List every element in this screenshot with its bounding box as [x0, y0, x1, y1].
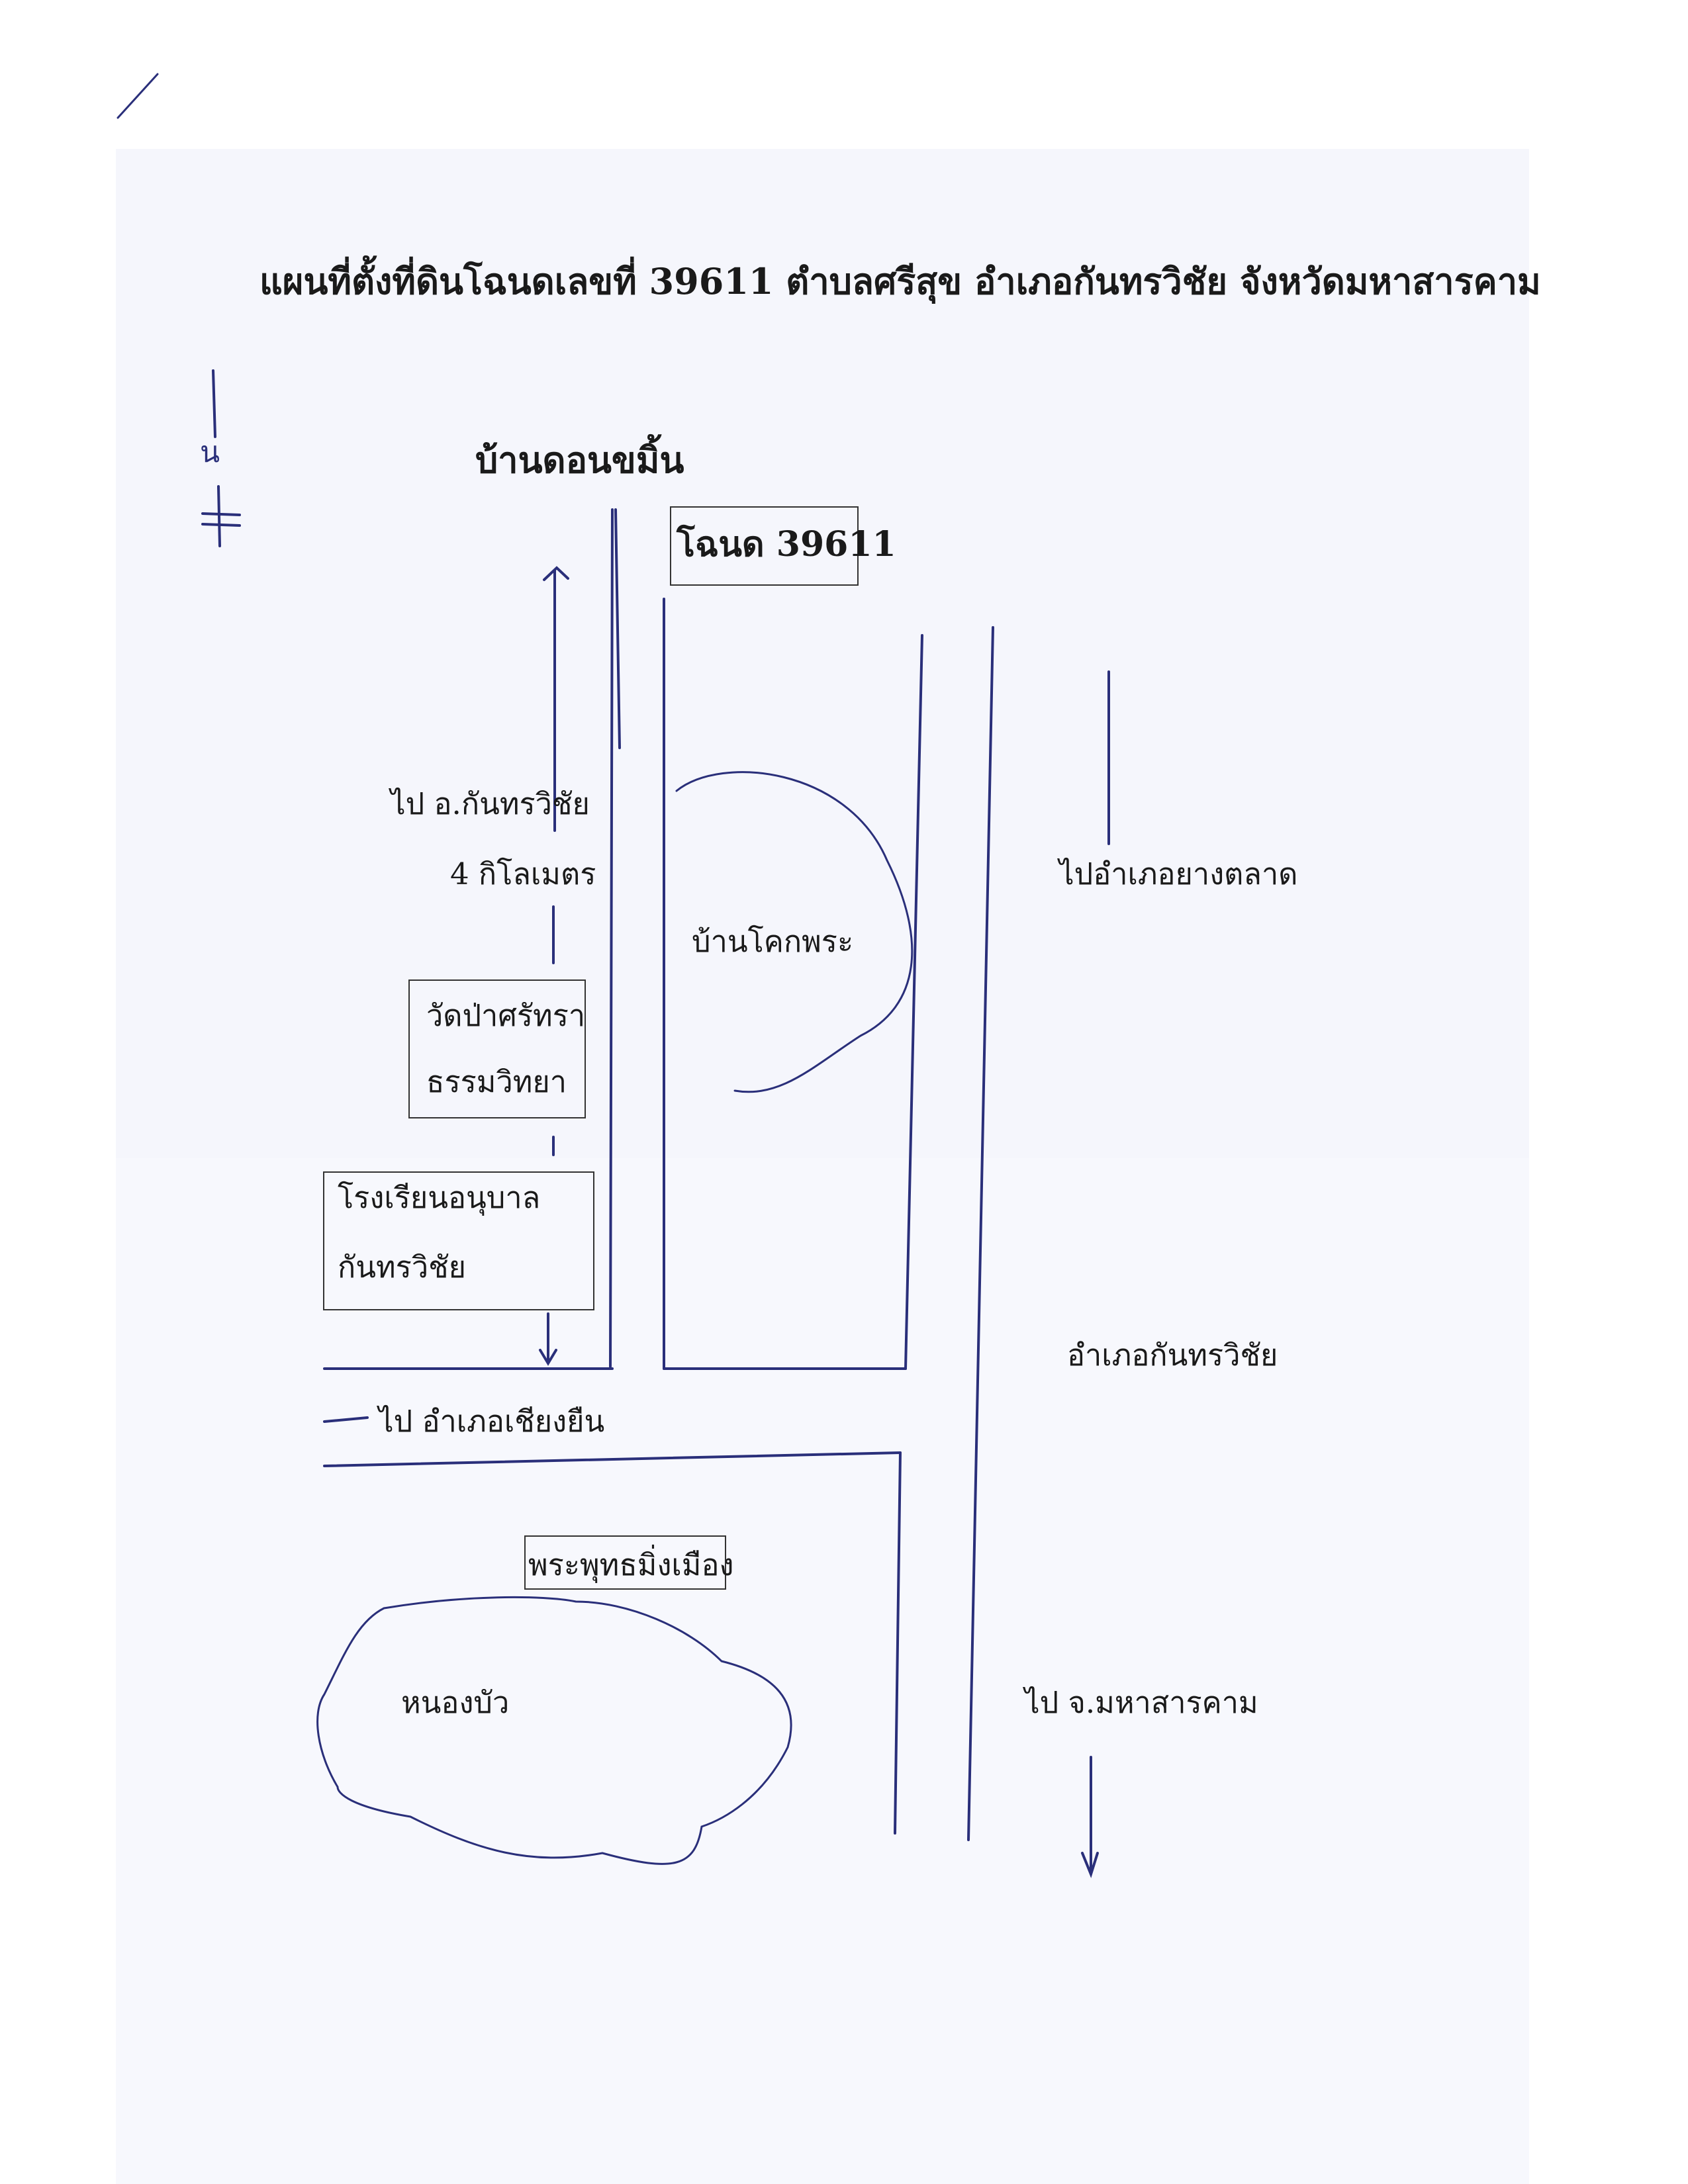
pond-label: หนองบัว [401, 1685, 510, 1720]
buddha-label: พระพุทธมิ่งเมือง [528, 1547, 734, 1582]
crossroad-south-edge [323, 1451, 902, 1467]
north-arrow-lower [217, 485, 221, 547]
district-label: อำเภอกันทรวิชัย [1067, 1338, 1278, 1373]
road-west-inner [614, 508, 621, 749]
village-khokphra-label: บ้านโคกพระ [692, 924, 854, 959]
pond-outline [316, 1596, 792, 1865]
arrow-west [323, 1416, 369, 1423]
north-label: น [200, 435, 220, 469]
village-boundary [675, 771, 914, 1093]
arrowhead-mahasarakham [1081, 1852, 1099, 1878]
to-kantharawichai-label: ไป อ.กันทรวิชัย [391, 786, 590, 821]
north-arrow-cross2 [201, 523, 241, 527]
school-box: โรงเรียนอนุบาล กันทรวิชัย [323, 1171, 594, 1310]
school-line1: โรงเรียนอนุบาล [338, 1180, 541, 1215]
temple-line1: วัดป่าศรัทรา [426, 998, 586, 1033]
arrowhead-south [539, 1349, 557, 1366]
scan-band-top [116, 149, 1529, 1158]
deed-label: โฉนด 39611 [677, 524, 896, 565]
to-chiang-yuen-label: ไป อำเภอเชียงยืน [379, 1404, 605, 1439]
scan-band-bottom [116, 1158, 1529, 2184]
to-mahasarakham-label: ไป จ.มหาสารคาม [1025, 1685, 1258, 1720]
temple-line2: ธรรมวิทยา [426, 1064, 567, 1099]
to-yang-talat-label: ไปอำเภอยางตลาด [1059, 856, 1298, 891]
north-arrow-cross [201, 512, 241, 516]
highway-west-edge [967, 626, 994, 1841]
corner-mark [117, 73, 159, 119]
map-title: แผนที่ตั้งที่ดินโฉนดเลขที่ 39611 ตำบลศรี… [259, 260, 1541, 302]
deed-box: โฉนด 39611 [670, 506, 896, 586]
temple-box: วัดป่าศรัทรา ธรรมวิทยา [408, 979, 586, 1118]
highway-inner-edge [894, 1451, 902, 1835]
arrowhead-north [543, 566, 569, 581]
parcel-east-edge [904, 634, 923, 1370]
village-donkhamin-label: บ้านดอนขมิ้น [475, 439, 684, 481]
school-line2: กันทรวิชัย [338, 1250, 467, 1285]
buddha-box: พระพุทธมิ่งเมือง [524, 1535, 733, 1590]
distance-label: 4 กิโลเมตร [450, 856, 596, 891]
north-arrow-shaft [212, 369, 216, 438]
road-west-line [609, 508, 614, 1368]
